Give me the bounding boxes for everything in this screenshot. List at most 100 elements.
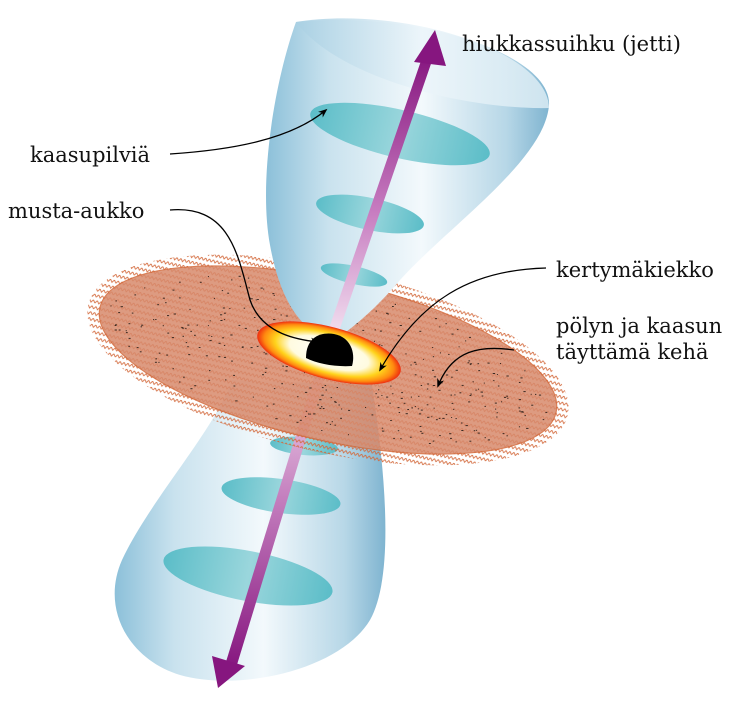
dust-speck <box>197 325 198 326</box>
dust-speck <box>211 336 212 337</box>
dust-speck <box>453 409 454 410</box>
dust-speck <box>224 357 226 358</box>
dust-speck <box>427 389 428 390</box>
dust-speck <box>380 331 382 332</box>
dust-speck <box>473 381 474 382</box>
dust-speck <box>365 407 366 408</box>
dust-speck <box>433 441 435 442</box>
dust-speck <box>348 434 349 435</box>
dust-speck <box>317 404 319 405</box>
dust-speck <box>372 414 374 415</box>
dust-speck <box>496 417 497 418</box>
dust-speck <box>400 325 402 326</box>
dust-speck <box>144 287 145 288</box>
dust-speck <box>406 413 408 414</box>
dust-speck <box>519 426 520 427</box>
dust-speck <box>167 315 169 316</box>
dust-speck <box>374 341 375 342</box>
dust-speck <box>183 336 185 337</box>
dust-speck <box>440 352 441 353</box>
dust-speck <box>300 420 302 421</box>
dust-speck <box>234 386 236 387</box>
dust-speck <box>535 394 536 395</box>
dust-speck <box>224 313 226 314</box>
dust-speck <box>240 286 241 287</box>
dust-speck <box>451 377 453 378</box>
dust-speck <box>531 405 533 406</box>
dust-speck <box>179 297 181 298</box>
dust-speck <box>235 400 237 401</box>
dust-speck <box>439 435 441 436</box>
dust-speck <box>500 363 501 364</box>
dust-speck <box>285 370 287 371</box>
dust-speck <box>254 317 256 318</box>
dust-speck <box>468 362 470 363</box>
dust-speck <box>488 439 490 440</box>
dust-speck <box>229 308 230 309</box>
dust-speck <box>274 388 275 389</box>
dust-speck <box>407 409 409 410</box>
dust-speck <box>155 362 157 363</box>
dust-speck <box>452 403 454 404</box>
dust-speck <box>415 406 416 407</box>
dust-speck <box>401 398 403 399</box>
dust-speck <box>341 409 342 410</box>
dust-speck <box>392 306 394 307</box>
dust-speck <box>381 395 382 396</box>
dust-speck <box>519 411 521 412</box>
dust-speck <box>410 437 412 438</box>
dust-speck <box>497 374 498 375</box>
dust-speck <box>286 316 288 317</box>
dust-speck <box>375 393 377 394</box>
dust-speck <box>128 346 130 347</box>
dust-speck <box>543 419 545 420</box>
dust-speck <box>115 325 117 326</box>
dust-speck <box>495 409 496 410</box>
dust-speck <box>519 399 521 400</box>
dust-speck <box>172 337 174 338</box>
dust-speck <box>470 363 472 364</box>
dust-speck <box>155 319 156 320</box>
dust-speck <box>362 330 364 331</box>
dust-speck <box>436 419 438 420</box>
dust-speck <box>421 385 422 386</box>
dust-speck <box>389 322 391 323</box>
dust-speck <box>209 340 211 341</box>
dust-speck <box>181 327 183 328</box>
dust-speck <box>485 406 486 407</box>
dust-speck <box>185 328 186 329</box>
dust-speck <box>429 443 431 444</box>
dust-speck <box>433 385 435 386</box>
dust-speck <box>330 424 331 425</box>
dust-speck <box>389 403 391 404</box>
dust-speck <box>244 308 245 309</box>
dust-speck <box>348 410 350 411</box>
dust-speck <box>478 363 480 364</box>
label-jet: hiukkassuihku (jetti) <box>462 30 681 58</box>
dust-speck <box>251 363 253 364</box>
dust-speck <box>523 391 525 392</box>
dust-speck <box>524 370 525 371</box>
dust-speck <box>488 363 490 364</box>
dust-speck <box>326 422 328 423</box>
dust-speck <box>478 433 480 434</box>
dust-speck <box>539 395 541 396</box>
dust-speck <box>398 335 400 336</box>
dust-speck <box>190 388 192 389</box>
dust-speck <box>442 418 444 419</box>
dust-speck <box>187 325 189 326</box>
dust-speck <box>273 404 275 405</box>
dust-speck <box>321 430 322 431</box>
dust-speck <box>411 407 413 408</box>
dust-speck <box>378 389 379 390</box>
dust-speck <box>419 413 421 414</box>
dust-speck <box>141 325 143 326</box>
dust-speck <box>174 314 176 315</box>
dust-speck <box>187 346 189 347</box>
dust-speck <box>121 306 123 307</box>
dust-speck <box>465 340 466 341</box>
dust-speck <box>419 331 421 332</box>
dust-speck <box>449 433 451 434</box>
dust-speck <box>485 437 486 438</box>
dust-speck <box>220 314 222 315</box>
